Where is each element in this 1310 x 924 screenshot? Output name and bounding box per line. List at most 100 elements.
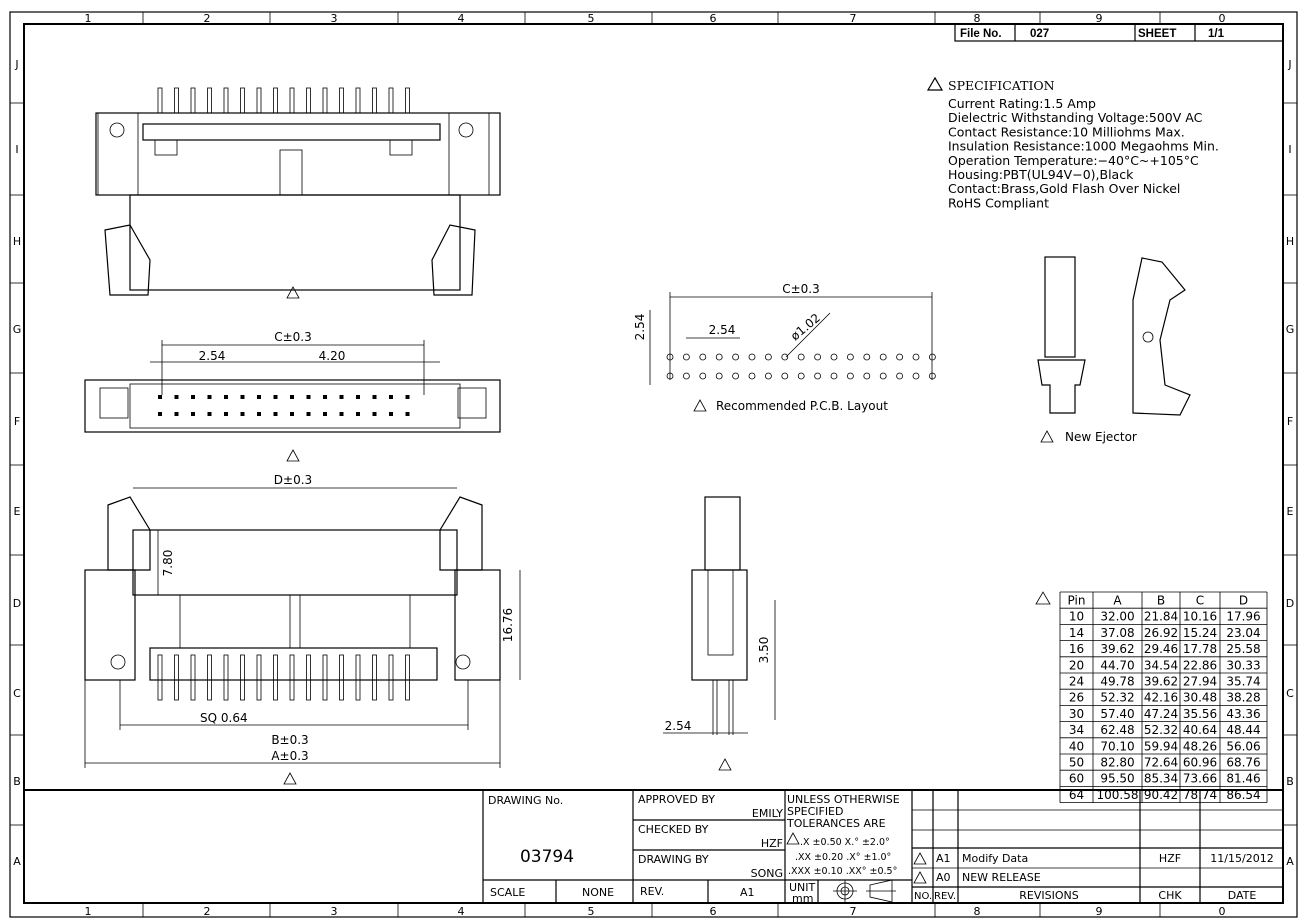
pin — [190, 87, 196, 114]
column-label: 5 — [588, 905, 595, 918]
pcb-hole — [699, 372, 707, 380]
pin — [389, 412, 393, 416]
dim-b: B±0.3 — [271, 733, 308, 747]
pcb-hole — [765, 372, 772, 380]
pin — [405, 654, 410, 701]
pcb-hole — [765, 353, 772, 361]
table-cell: 100.58 — [1097, 788, 1139, 802]
row-label: A — [1286, 855, 1294, 868]
table-cell: 52.32 — [1144, 723, 1178, 737]
chk-header: CHK — [1158, 889, 1182, 902]
spec-line: Housing:PBT(UL94V−0),Black — [948, 167, 1134, 182]
pin — [158, 395, 162, 399]
drawn-by: SONG — [751, 867, 783, 880]
dim-3-50: 3.50 — [757, 637, 771, 664]
table-cell: 21.84 — [1144, 610, 1178, 624]
pin — [356, 412, 360, 416]
pcb-hole — [797, 353, 805, 361]
pin — [257, 395, 261, 399]
pcb-hole — [912, 353, 920, 361]
table-cell: 81.46 — [1226, 772, 1260, 786]
spec-line: Contact Resistance:10 Milliohms Max. — [948, 124, 1185, 139]
pin — [306, 395, 311, 399]
pcb-hole — [797, 372, 805, 380]
row-label: A — [13, 855, 21, 868]
pin — [388, 87, 394, 114]
table-cell: 50 — [1069, 756, 1084, 770]
pin — [389, 395, 393, 399]
row-label: H — [13, 235, 21, 248]
pin — [322, 87, 328, 114]
pcb-hole — [896, 353, 903, 361]
pcb-hole — [929, 353, 936, 361]
pin — [190, 654, 196, 701]
pcb-hole — [830, 372, 838, 380]
drawing-no-label: DRAWING No. — [488, 794, 563, 807]
column-label: 0 — [1219, 12, 1226, 25]
row-label: G — [13, 323, 22, 336]
pin — [157, 654, 163, 701]
pin — [174, 87, 179, 114]
table-cell: 14 — [1069, 626, 1084, 640]
revision-triangle-icon — [286, 286, 300, 299]
table-cell: 48.44 — [1226, 723, 1260, 737]
revision-triangle-icon — [1035, 591, 1051, 605]
column-label: 4 — [458, 905, 465, 918]
row-label: D — [13, 597, 21, 610]
pin — [306, 87, 311, 114]
pin — [256, 87, 262, 114]
column-label: 0 — [1219, 905, 1226, 918]
rev-label: REV. — [640, 885, 664, 898]
pin — [174, 395, 179, 399]
table-cell: 34 — [1069, 723, 1084, 737]
specification: SPECIFICATION Current Rating:1.5 AmpDiel… — [926, 76, 1219, 210]
table-cell: 40 — [1069, 739, 1084, 753]
spec-line: Current Rating:1.5 Amp — [948, 96, 1096, 111]
table-cell: 47.24 — [1144, 707, 1178, 721]
pin — [289, 654, 295, 701]
revision-triangle-icon — [926, 76, 944, 91]
table-cell: 32.00 — [1100, 610, 1134, 624]
table-cell: 43.36 — [1226, 707, 1260, 721]
pin — [273, 87, 278, 114]
pin — [405, 395, 410, 399]
table-cell: 22.86 — [1183, 658, 1217, 672]
row-label: J — [14, 58, 18, 71]
pcb-hole — [847, 353, 854, 361]
tolerance-value: .XX ±0.20 .X° ±1.0° — [795, 852, 891, 863]
table-cell: 25.58 — [1226, 642, 1260, 656]
revision-triangle-icon — [286, 449, 300, 462]
revision-triangle-icon — [1040, 430, 1054, 443]
pcb-hole — [732, 372, 739, 380]
pcb-layout: C±0.3 2.54 2.54 ø1.02 Recommended P.C.B.… — [633, 282, 936, 413]
pin — [290, 412, 294, 416]
pcb-hole — [732, 353, 739, 361]
table-header: A — [1113, 594, 1122, 608]
table-cell: 59.94 — [1144, 739, 1178, 753]
pin — [322, 654, 328, 701]
table-cell: 64 — [1069, 788, 1084, 802]
scale-label: SCALE — [490, 886, 525, 899]
column-label: 6 — [710, 12, 717, 25]
spec-line: RoHS Compliant — [948, 195, 1049, 210]
table-header: Pin — [1068, 594, 1086, 608]
table-cell: 35.56 — [1183, 707, 1217, 721]
pin — [207, 412, 212, 416]
revision-triangle-icon — [913, 852, 927, 865]
tolerance-value: .XXX ±0.10 .XX° ±0.5° — [788, 866, 897, 877]
pin — [405, 412, 410, 416]
pcb-hole — [896, 372, 903, 380]
pin — [355, 87, 361, 114]
row-label: I — [1288, 143, 1291, 156]
pin — [405, 87, 410, 114]
column-label: 5 — [588, 12, 595, 25]
column-label: 4 — [458, 12, 465, 25]
pin — [372, 87, 377, 114]
bottom-view: D±0.3 7.80 16.76 SQ 0.64 B±0.3 A±0.3 — [84, 473, 521, 785]
spec-line: Insulation Resistance:1000 Megaohms Min. — [948, 139, 1219, 154]
table-cell: 49.78 — [1100, 675, 1134, 689]
approved-by: EMILY — [752, 807, 783, 820]
table-cell: 10 — [1069, 610, 1084, 624]
